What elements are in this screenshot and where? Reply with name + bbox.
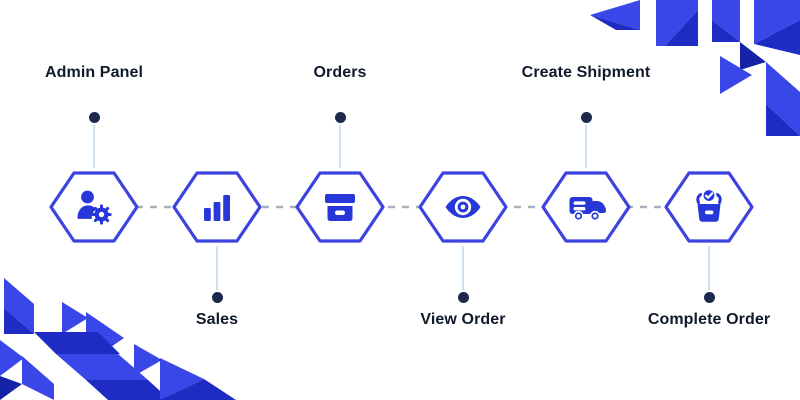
- hexagon-node: [540, 168, 632, 246]
- connector-vertical-line: [461, 246, 465, 290]
- admin-user-gear-icon: [77, 190, 112, 225]
- delivery-truck-icon: [569, 197, 606, 222]
- connector-dot: [457, 292, 469, 303]
- connector-vertical-line: [92, 125, 96, 168]
- step-label: Complete Order: [647, 311, 771, 328]
- connector-dot: [88, 112, 100, 123]
- hexagon-outline: [49, 171, 139, 243]
- hexagon-node: [663, 168, 755, 246]
- step-label: View Order: [420, 311, 506, 328]
- step-label: Admin Panel: [44, 64, 143, 81]
- connector-dot: [334, 112, 346, 123]
- triangle-mosaic-top-right: [590, 0, 800, 136]
- triangle-mosaic-bottom-left: [0, 278, 236, 400]
- connector-vertical-line: [338, 125, 342, 168]
- step-label: Orders: [313, 64, 367, 81]
- hexagon-node: [48, 168, 140, 246]
- bar-chart-icon: [204, 195, 230, 221]
- hexagon-node: [417, 168, 509, 246]
- eye-icon: [445, 196, 481, 218]
- step-label: Sales: [195, 311, 239, 328]
- connector-dot: [703, 292, 715, 303]
- connector-vertical-line: [584, 125, 588, 168]
- archive-box-icon: [325, 194, 355, 221]
- connector-vertical-line: [215, 246, 219, 290]
- connector-vertical-line: [707, 246, 711, 290]
- hexagon-node: [294, 168, 386, 246]
- step-label: Create Shipment: [521, 64, 651, 81]
- box-check-icon: [696, 188, 722, 222]
- connector-dot: [580, 112, 592, 123]
- hexagon-node: [171, 168, 263, 246]
- connector-dot: [211, 292, 223, 303]
